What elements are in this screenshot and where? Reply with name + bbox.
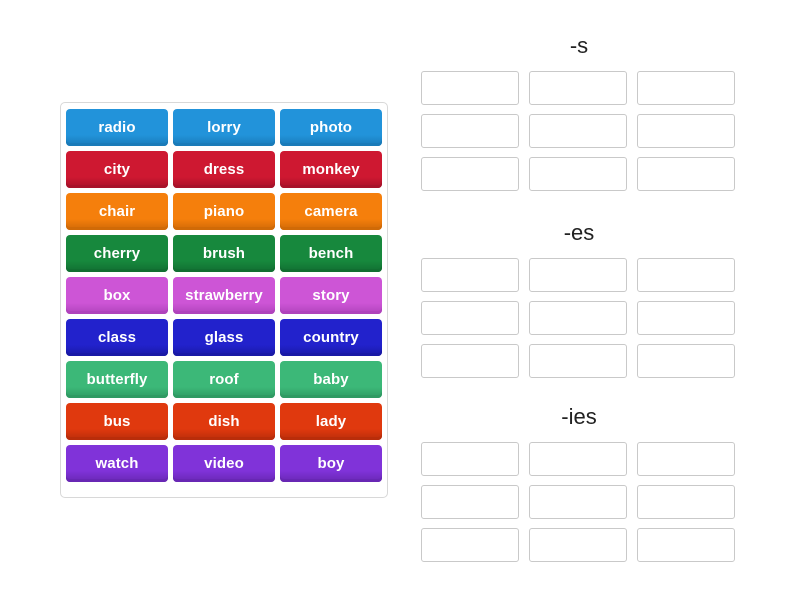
tile-row: chair piano camera (66, 193, 382, 230)
drop-slot[interactable] (529, 301, 627, 335)
word-tile[interactable]: class (66, 319, 168, 356)
word-tile[interactable]: brush (173, 235, 275, 272)
word-tile[interactable]: photo (280, 109, 382, 146)
drop-slot[interactable] (421, 157, 519, 191)
drop-slot[interactable] (637, 258, 735, 292)
drop-slot[interactable] (421, 258, 519, 292)
word-tile[interactable]: dish (173, 403, 275, 440)
drop-slot[interactable] (637, 528, 735, 562)
drop-slot[interactable] (421, 344, 519, 378)
drop-slot[interactable] (637, 157, 735, 191)
word-tile[interactable]: city (66, 151, 168, 188)
drop-slot[interactable] (421, 71, 519, 105)
word-tile[interactable]: chair (66, 193, 168, 230)
drop-slot[interactable] (637, 485, 735, 519)
word-tile[interactable]: strawberry (173, 277, 275, 314)
drop-slot[interactable] (529, 442, 627, 476)
word-tile[interactable]: glass (173, 319, 275, 356)
word-tile-panel: radio lorry photo city dress monkey chai… (60, 102, 388, 498)
word-tile[interactable]: butterfly (66, 361, 168, 398)
tile-row: cherry brush bench (66, 235, 382, 272)
tile-row: butterfly roof baby (66, 361, 382, 398)
drop-slot[interactable] (637, 344, 735, 378)
tile-row: city dress monkey (66, 151, 382, 188)
word-tile[interactable]: cherry (66, 235, 168, 272)
drop-slot[interactable] (529, 528, 627, 562)
drop-slot-grid-ies (421, 442, 737, 562)
group-title-es: -es (563, 220, 595, 245)
word-tile[interactable]: country (280, 319, 382, 356)
word-tile[interactable]: camera (280, 193, 382, 230)
drop-slot[interactable] (421, 442, 519, 476)
word-tile[interactable]: piano (173, 193, 275, 230)
drop-slot[interactable] (529, 71, 627, 105)
drop-slot[interactable] (637, 442, 735, 476)
drop-slot[interactable] (529, 485, 627, 519)
category-group-s: -s (421, 33, 737, 191)
word-tile[interactable]: bus (66, 403, 168, 440)
word-tile[interactable]: lady (280, 403, 382, 440)
word-tile[interactable]: watch (66, 445, 168, 482)
word-tile[interactable]: radio (66, 109, 168, 146)
word-tile[interactable]: video (173, 445, 275, 482)
drop-slot[interactable] (421, 301, 519, 335)
tile-row: radio lorry photo (66, 109, 382, 146)
drop-slot[interactable] (421, 114, 519, 148)
drop-slot[interactable] (637, 71, 735, 105)
tile-row: watch video boy (66, 445, 382, 482)
drop-slot[interactable] (421, 528, 519, 562)
drop-slot[interactable] (421, 485, 519, 519)
word-tile[interactable]: lorry (173, 109, 275, 146)
word-tile[interactable]: dress (173, 151, 275, 188)
drop-slot[interactable] (529, 114, 627, 148)
drop-slot[interactable] (529, 157, 627, 191)
drop-slot-grid-s (421, 71, 737, 191)
drop-slot[interactable] (637, 114, 735, 148)
tile-row: class glass country (66, 319, 382, 356)
group-title-s: -s (569, 33, 589, 58)
category-group-ies: -ies (421, 404, 737, 562)
word-tile[interactable]: bench (280, 235, 382, 272)
drop-slot[interactable] (637, 301, 735, 335)
word-tile[interactable]: monkey (280, 151, 382, 188)
category-group-es: -es (421, 220, 737, 378)
tile-row: bus dish lady (66, 403, 382, 440)
drop-slot[interactable] (529, 344, 627, 378)
word-tile[interactable]: story (280, 277, 382, 314)
word-tile[interactable]: boy (280, 445, 382, 482)
word-tile[interactable]: roof (173, 361, 275, 398)
group-title-ies: -ies (561, 404, 597, 429)
tile-row: box strawberry story (66, 277, 382, 314)
word-tile[interactable]: baby (280, 361, 382, 398)
word-tile[interactable]: box (66, 277, 168, 314)
drop-slot[interactable] (529, 258, 627, 292)
drop-slot-grid-es (421, 258, 737, 378)
